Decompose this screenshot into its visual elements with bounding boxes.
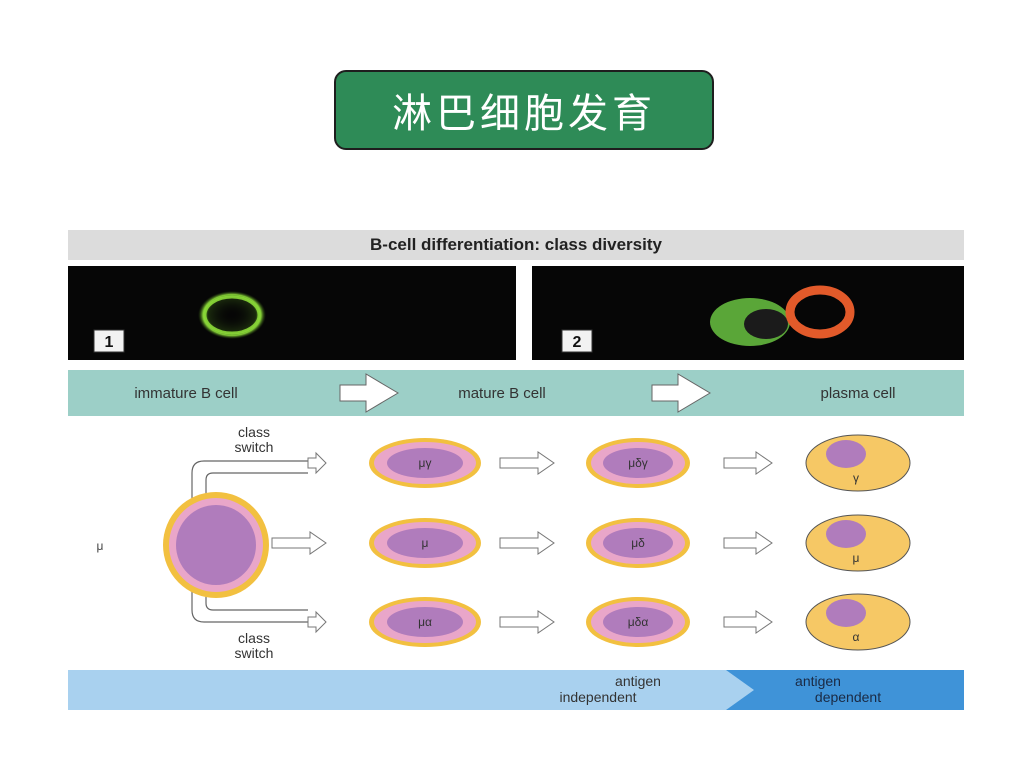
arrow-row3-b <box>723 610 773 634</box>
arrow-immature-to-mu <box>271 531 327 555</box>
arrow-row2-a <box>499 531 555 555</box>
plasma-mu-label: μ <box>853 551 860 565</box>
stage-mature: mature B cell <box>458 385 546 402</box>
micrograph-1-label: 1 <box>105 334 114 351</box>
cell-mu-delta-alpha-label: μδα <box>628 615 649 629</box>
micrograph-2-label: 2 <box>573 334 582 351</box>
plasma-cell-mu: μ <box>805 514 911 572</box>
stage-immature: immature B cell <box>134 385 237 402</box>
cell-mu-alpha: μα <box>369 597 481 647</box>
stage-arrow-1 <box>339 373 399 413</box>
cell-mu-delta-gamma-label: μδγ <box>628 456 648 470</box>
red-cell-fluorescence <box>785 285 855 339</box>
cell-mu-delta-alpha: μδα <box>586 597 690 647</box>
phase-independent-line1: antigen <box>615 673 661 689</box>
plasma-cell-gamma: γ <box>805 434 911 492</box>
phase-dependent-line2: dependent <box>815 689 881 705</box>
class-switch-top-line1: class <box>238 424 270 440</box>
plasma-gamma-label: γ <box>853 471 859 485</box>
class-switch-path-top <box>191 460 308 515</box>
cell-mu-alpha-label: μα <box>418 615 432 629</box>
arrow-switch-top <box>307 451 327 475</box>
cell-mu-label: μ <box>422 536 429 550</box>
stage-bar <box>68 370 964 416</box>
arrow-row1-a <box>499 451 555 475</box>
plasma-alpha-label: α <box>853 630 860 644</box>
plasma-cell-alpha: α <box>805 593 911 651</box>
cell-mu-gamma: μγ <box>369 438 481 488</box>
class-switch-path-bottom <box>191 575 308 623</box>
input-label: μ <box>97 539 104 553</box>
arrow-switch-bottom <box>307 610 327 634</box>
arrow-row1-b <box>723 451 773 475</box>
slide-title: 淋巴细胞发育 <box>334 70 714 150</box>
immature-b-cell <box>163 492 269 598</box>
class-switch-bottom-line2: switch <box>235 645 274 661</box>
cell-mu: μ <box>369 518 481 568</box>
cell-mu-delta-label: μδ <box>631 536 645 550</box>
arrow-row2-b <box>723 531 773 555</box>
cell-mu-delta: μδ <box>586 518 690 568</box>
phase-independent-line2: independent <box>559 689 636 705</box>
micrograph-1 <box>68 266 516 360</box>
immature-cell-fluorescence <box>198 291 266 339</box>
micrograph-1-label-box <box>93 329 125 353</box>
cell-mu-gamma-label: μγ <box>419 456 432 470</box>
stage-arrow-2 <box>651 373 711 413</box>
stage-plasma: plasma cell <box>820 385 895 402</box>
arrow-row3-a <box>499 610 555 634</box>
class-switch-top-line2: switch <box>235 439 274 455</box>
b-cell-figure: B-cell differentiation: class diversity … <box>68 230 964 710</box>
heading-band <box>68 230 964 260</box>
micrograph-2-label-box <box>561 329 593 353</box>
class-switch-bottom-line1: class <box>238 630 270 646</box>
figure-heading: B-cell differentiation: class diversity <box>370 235 662 254</box>
phase-dependent-line1: antigen <box>795 673 841 689</box>
phase-band-dependent <box>726 670 964 710</box>
cell-mu-delta-gamma: μδγ <box>586 438 690 488</box>
